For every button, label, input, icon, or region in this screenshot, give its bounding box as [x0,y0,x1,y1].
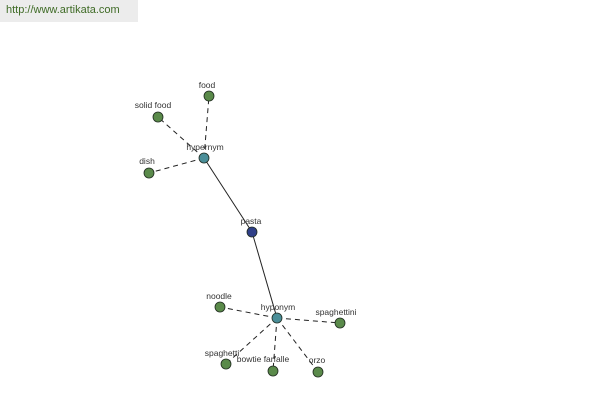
node-label-solid-food: solid food [135,100,172,110]
node-dish[interactable]: dish [139,156,155,179]
node-solid-food[interactable]: solid food [135,100,172,123]
source-bar: http://www.artikata.com [0,0,138,22]
node-spaghetti[interactable]: spaghetti [205,348,240,370]
node-label-spaghettini: spaghettini [315,307,356,317]
node-label-bowtie-farfalle: bowtie farfalle [237,354,290,364]
edges-layer [148,95,341,373]
edge-hyponym-noodle [219,306,278,319]
edge-hyponym-spaghettini [276,317,341,324]
edge-hypernym-food [203,95,210,159]
node-hypernym[interactable]: hypernym [186,142,224,164]
node-marker-hypernym[interactable] [198,152,210,164]
node-label-food: food [199,80,216,90]
node-marker-dish[interactable] [143,167,155,179]
node-marker-noodle[interactable] [214,301,226,313]
node-label-pasta: pasta [241,216,262,226]
node-noodle[interactable]: noodle [206,291,232,313]
node-marker-pasta[interactable] [246,226,258,238]
node-marker-spaghetti[interactable] [220,358,232,370]
node-label-orzo: orzo [309,355,326,365]
edge-pasta-hyponym [251,231,278,319]
node-marker-bowtie-farfalle[interactable] [267,365,279,377]
node-label-hyponym: hyponym [261,302,296,312]
node-label-noodle: noodle [206,291,232,301]
node-label-spaghetti: spaghetti [205,348,240,358]
edge-hypernym-solid-food [157,116,205,159]
edge-hypernym-dish [148,157,205,174]
nodes-layer: food solid food dish hypernym noodle spaghett… [135,80,357,378]
edge-hyponym-spaghetti [225,317,278,365]
node-orzo[interactable]: orzo [309,355,326,378]
node-marker-food[interactable] [203,90,215,102]
node-marker-orzo[interactable] [312,366,324,378]
node-bowtie-farfalle[interactable]: bowtie farfalle [237,354,290,377]
node-pasta[interactable]: pasta [241,216,262,238]
node-label-hypernym: hypernym [186,142,223,152]
edge-hyponym-orzo [276,317,319,373]
edge-pasta-hypernym [203,157,253,233]
node-food[interactable]: food [199,80,216,102]
node-label-dish: dish [139,156,155,166]
source-link[interactable]: http://www.artikata.com [6,4,120,16]
node-marker-solid-food[interactable] [152,111,164,123]
node-marker-hyponym[interactable] [271,312,283,324]
node-spaghettini[interactable]: spaghettini [315,307,357,329]
node-marker-spaghettini[interactable] [334,317,346,329]
node-hyponym[interactable]: hyponym [261,302,296,324]
